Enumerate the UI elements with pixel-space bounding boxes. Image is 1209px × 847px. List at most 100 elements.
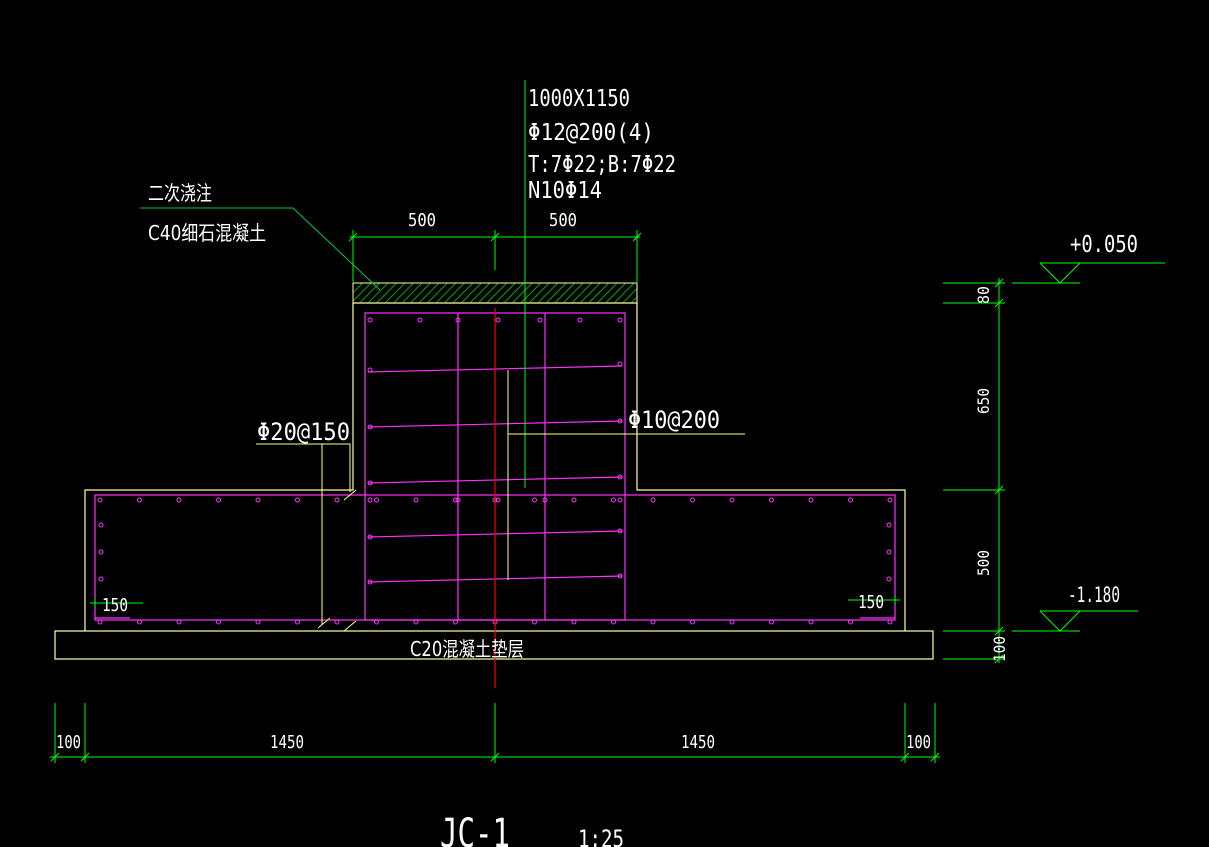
side-rebar-label: Φ10@200 bbox=[628, 406, 720, 434]
rebar-dot bbox=[886, 576, 892, 582]
rebar-dot bbox=[617, 418, 623, 424]
rebar-dot bbox=[413, 619, 419, 625]
dim-left: 1450 bbox=[270, 732, 304, 753]
rebar-dot bbox=[334, 619, 340, 625]
column-size-note: 1000X1150 bbox=[528, 86, 630, 112]
rebar-dot bbox=[617, 317, 623, 323]
elevation-top-label: +0.050 bbox=[1070, 232, 1138, 258]
rebar-dot bbox=[848, 619, 853, 625]
rebar-dot bbox=[650, 497, 656, 503]
rebar-dot bbox=[295, 497, 300, 503]
rebar-dot bbox=[367, 317, 373, 323]
rebar-dot bbox=[886, 549, 892, 555]
rebar-dot bbox=[98, 522, 104, 528]
rebar-dot bbox=[176, 497, 182, 503]
rebar-dot bbox=[295, 619, 300, 625]
rebar-dot bbox=[532, 619, 537, 625]
rebar-dot bbox=[255, 497, 261, 503]
column-side-bars-note: N10Φ14 bbox=[528, 178, 602, 204]
side-rebar-leader bbox=[507, 370, 745, 580]
rebar-dot bbox=[98, 549, 104, 555]
rebar-dot bbox=[617, 474, 623, 480]
dimension-lines bbox=[50, 230, 1005, 763]
cover-right-label: 150 bbox=[858, 592, 884, 613]
elevation-top-symbol bbox=[1012, 262, 1165, 284]
rebar-dot bbox=[617, 573, 623, 579]
elevation-bottom-label: -1.180 bbox=[1068, 583, 1120, 607]
drawing-title: JC-1 bbox=[440, 811, 510, 847]
rebar-dot bbox=[769, 497, 774, 503]
rebar-dot bbox=[98, 576, 104, 582]
rebar-dot bbox=[577, 317, 583, 323]
pad-label: C20混凝土垫层 bbox=[410, 637, 524, 661]
grout-leader bbox=[140, 207, 381, 291]
rebar-dot bbox=[729, 619, 735, 625]
rebar-dot bbox=[453, 497, 458, 503]
rebar-dot bbox=[887, 497, 893, 503]
rebar-dot bbox=[453, 619, 458, 625]
rebar-dot bbox=[367, 424, 373, 430]
rebar-dot bbox=[542, 497, 548, 503]
dim-col-left: 500 bbox=[408, 210, 436, 231]
rebar-dot bbox=[216, 619, 221, 625]
rebar-dot bbox=[413, 497, 419, 503]
rebar-dot bbox=[455, 497, 461, 503]
rebar-dot bbox=[690, 497, 695, 503]
drawing-scale: 1:25 bbox=[578, 825, 624, 847]
rebar-dot bbox=[367, 579, 373, 585]
rebar-dot bbox=[571, 497, 577, 503]
column-stirrup-note: Φ12@200(4) bbox=[528, 120, 654, 146]
rebar-dot bbox=[848, 497, 853, 503]
rebar-dot bbox=[808, 619, 814, 625]
top-rebar-label: Φ20@150 bbox=[257, 418, 350, 446]
rebar-dot bbox=[374, 619, 379, 625]
rebar-dot bbox=[255, 619, 261, 625]
dim-pad-right: 100 bbox=[906, 732, 931, 753]
rebar-dots bbox=[97, 317, 893, 625]
rebar-dot bbox=[137, 619, 142, 625]
rebar-dot bbox=[808, 497, 814, 503]
rebar-dot bbox=[611, 497, 616, 503]
top-rebar-leader bbox=[256, 443, 357, 632]
rebar-dot bbox=[367, 534, 373, 540]
annotations: 1000X1150 Φ12@200(4) T:7Φ22;B:7Φ22 N10Φ1… bbox=[56, 86, 1138, 847]
rebar-dot bbox=[334, 497, 340, 503]
grout-note-line2: C40细石混凝土 bbox=[148, 221, 266, 245]
rebar-dot bbox=[617, 361, 623, 367]
rebar-dot bbox=[137, 497, 142, 503]
elevation-bottom-symbol bbox=[1012, 610, 1138, 632]
dim-pad-left: 100 bbox=[56, 732, 81, 753]
pad-outline bbox=[54, 630, 934, 660]
rebar-dot bbox=[176, 619, 182, 625]
dim-v-footing: 500 bbox=[974, 550, 993, 576]
grout-note-line1: 二次浇注 bbox=[148, 181, 212, 205]
dim-v-pedestal: 650 bbox=[974, 388, 993, 414]
dim-col-right: 500 bbox=[549, 210, 577, 231]
rebar-dot bbox=[417, 317, 423, 323]
rebar-dot bbox=[571, 619, 577, 625]
rebar-dot bbox=[650, 619, 656, 625]
rebar-dot bbox=[97, 497, 103, 503]
rebar-dot bbox=[367, 480, 373, 486]
rebar-dot bbox=[537, 317, 543, 323]
rebar-dot bbox=[495, 317, 501, 323]
rebar-dot bbox=[97, 619, 103, 625]
dim-v-top: 80 bbox=[974, 286, 993, 304]
rebar-dot bbox=[455, 317, 461, 323]
dim-v-pad: 100 bbox=[990, 636, 1009, 662]
rebar-dot bbox=[617, 528, 623, 534]
column-longitudinal-note: T:7Φ22;B:7Φ22 bbox=[528, 152, 676, 178]
rebar-dot bbox=[887, 619, 893, 625]
rebar-dot bbox=[216, 497, 221, 503]
rebar-dot bbox=[611, 619, 616, 625]
rebar-dot bbox=[532, 497, 537, 503]
dim-right: 1450 bbox=[681, 732, 715, 753]
rebar-dot bbox=[367, 497, 373, 503]
rebar-dot bbox=[367, 367, 373, 373]
cover-left-label: 150 bbox=[102, 595, 128, 616]
rebar-dot bbox=[495, 497, 501, 503]
rebar-dot bbox=[690, 619, 695, 625]
rebar-dot bbox=[886, 522, 892, 528]
